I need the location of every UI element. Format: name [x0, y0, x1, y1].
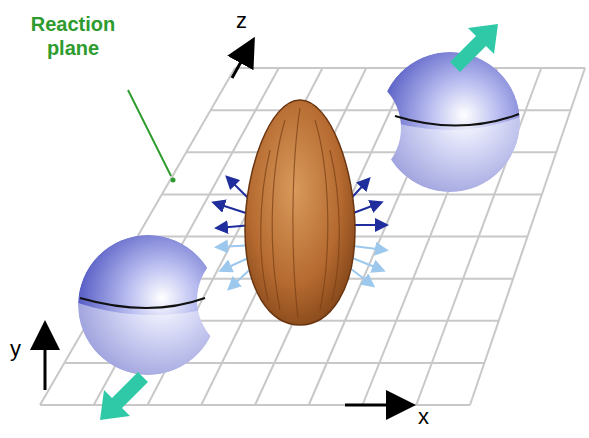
plane-label: Reaction plane — [14, 12, 132, 60]
axis-label: z — [236, 8, 247, 34]
axis-label: y — [10, 336, 21, 362]
axis-label: x — [418, 404, 429, 430]
